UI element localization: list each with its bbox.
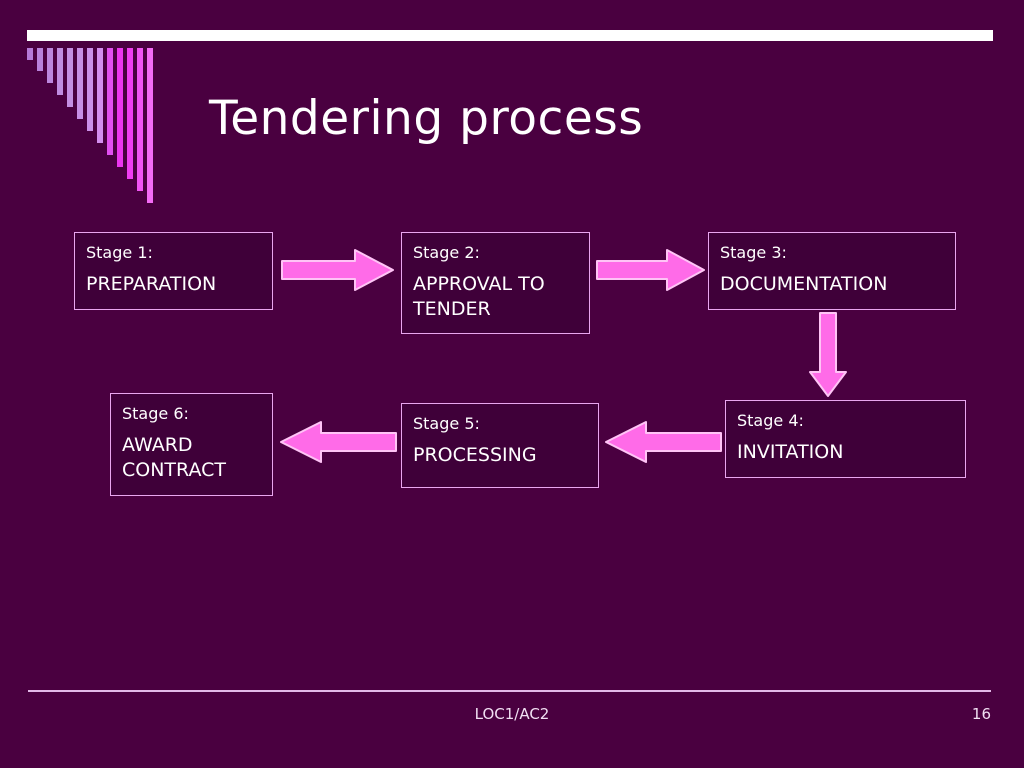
stage-box-5-name: PROCESSING <box>413 444 537 466</box>
stage-box-2-label: Stage 2: <box>413 243 480 262</box>
stage-box-4-name: INVITATION <box>737 441 844 463</box>
stage-box-5-label: Stage 5: <box>413 414 480 433</box>
decorative-bars-graphic <box>27 48 177 208</box>
decorative-bar <box>67 48 73 107</box>
decorative-bar <box>137 48 143 191</box>
stage-box-3-name: DOCUMENTATION <box>720 273 888 295</box>
decorative-bar <box>47 48 53 83</box>
page-title: Tendering process <box>209 91 644 146</box>
decorative-bar <box>117 48 123 167</box>
stage-box-1-label: Stage 1: <box>86 243 153 262</box>
stage-box-4[interactable]: Stage 4: INVITATION <box>725 400 966 478</box>
stage-box-2-name: APPROVAL TO TENDER <box>413 273 545 320</box>
arrow-right-icon-stage1-to-stage2 <box>281 248 395 292</box>
stage-box-2[interactable]: Stage 2: APPROVAL TO TENDER <box>401 232 590 334</box>
stage-box-3-label: Stage 3: <box>720 243 787 262</box>
decorative-bar <box>37 48 43 71</box>
stage-box-6-name: AWARD CONTRACT <box>122 434 227 481</box>
decorative-bar <box>97 48 103 143</box>
decorative-bar <box>127 48 133 179</box>
stage-box-1[interactable]: Stage 1: PREPARATION <box>74 232 273 310</box>
decorative-bar <box>57 48 63 95</box>
decorative-bar <box>147 48 153 203</box>
stage-box-1-name: PREPARATION <box>86 273 217 295</box>
stage-box-4-label: Stage 4: <box>737 411 804 430</box>
top-divider-bar <box>27 30 993 41</box>
stage-box-3[interactable]: Stage 3: DOCUMENTATION <box>708 232 956 310</box>
footer-center-text: LOC1/AC2 <box>474 705 550 723</box>
footer-page-number: 16 <box>971 705 991 723</box>
decorative-bar <box>27 48 33 60</box>
arrow-left-icon-stage4-to-stage5 <box>604 420 722 464</box>
footer-divider <box>28 690 991 692</box>
arrow-right-icon-stage2-to-stage3 <box>596 248 706 292</box>
arrow-down-icon-stage3-to-stage4 <box>808 312 848 398</box>
arrow-left-icon-stage5-to-stage6 <box>279 420 397 464</box>
decorative-bar <box>87 48 93 131</box>
stage-box-5[interactable]: Stage 5: PROCESSING <box>401 403 599 488</box>
stage-box-6-label: Stage 6: <box>122 404 189 423</box>
stage-box-6[interactable]: Stage 6: AWARD CONTRACT <box>110 393 273 496</box>
decorative-bar <box>107 48 113 155</box>
decorative-bar <box>77 48 83 119</box>
